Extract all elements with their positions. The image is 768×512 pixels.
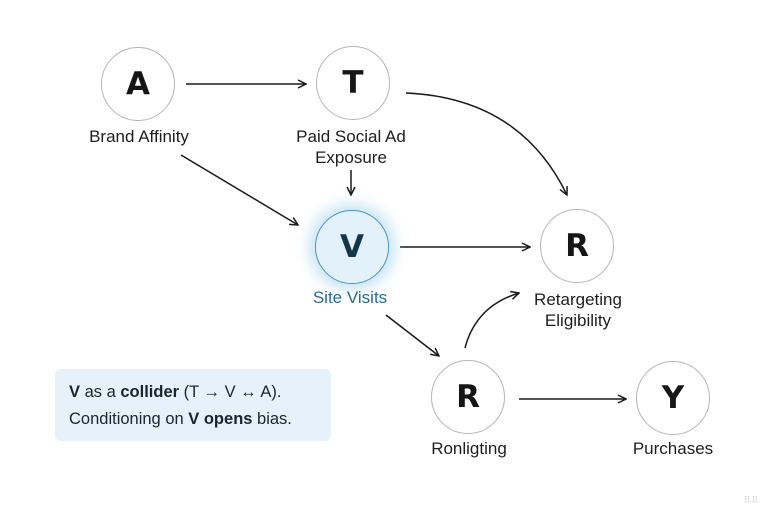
note-text: Conditioning on — [69, 410, 189, 428]
node-t: T — [316, 46, 390, 120]
note-line-1: V as a collider (T → V ↔ A). — [69, 379, 331, 406]
node-r-retargeting: R — [540, 209, 614, 283]
label-paid-social-ad-exposure: Paid Social Ad Exposure — [296, 126, 406, 168]
label-line: Paid Social Ad — [296, 127, 406, 146]
edge-a-v — [180, 154, 298, 225]
label-brand-affinity: Brand Affinity — [89, 127, 189, 146]
collider-note: V as a collider (T → V ↔ A). Conditionin… — [55, 369, 331, 441]
note-v-opens: V opens — [188, 410, 253, 428]
label-line: Retargeting — [534, 290, 622, 309]
edge-v-r2 — [385, 314, 439, 356]
node-v: V — [315, 210, 389, 284]
node-y: Y — [636, 361, 710, 435]
edge-r2-r1 — [464, 293, 519, 349]
edge-t-r1 — [405, 92, 567, 195]
label-line: Eligibility — [544, 311, 612, 330]
note-v: V — [69, 383, 81, 401]
label-retargeting-eligibility: Retargeting Eligibility — [534, 289, 622, 331]
note-text: (T → V ↔ A). — [179, 383, 282, 401]
label-site-visits: Site Visits — [312, 288, 388, 307]
node-r-ronligting: R — [431, 360, 505, 434]
watermark-dots: ⠿⠿ — [744, 495, 760, 505]
note-text: as a — [80, 383, 121, 401]
label-ronligting: Ronligting — [431, 439, 507, 458]
note-collider: collider — [120, 383, 180, 401]
note-line-2: Conditioning on V opens bias. — [69, 406, 331, 433]
node-a: A — [101, 47, 175, 121]
label-line: Exposure — [315, 148, 387, 167]
note-text: bias. — [252, 410, 292, 428]
label-purchases: Purchases — [632, 439, 714, 458]
